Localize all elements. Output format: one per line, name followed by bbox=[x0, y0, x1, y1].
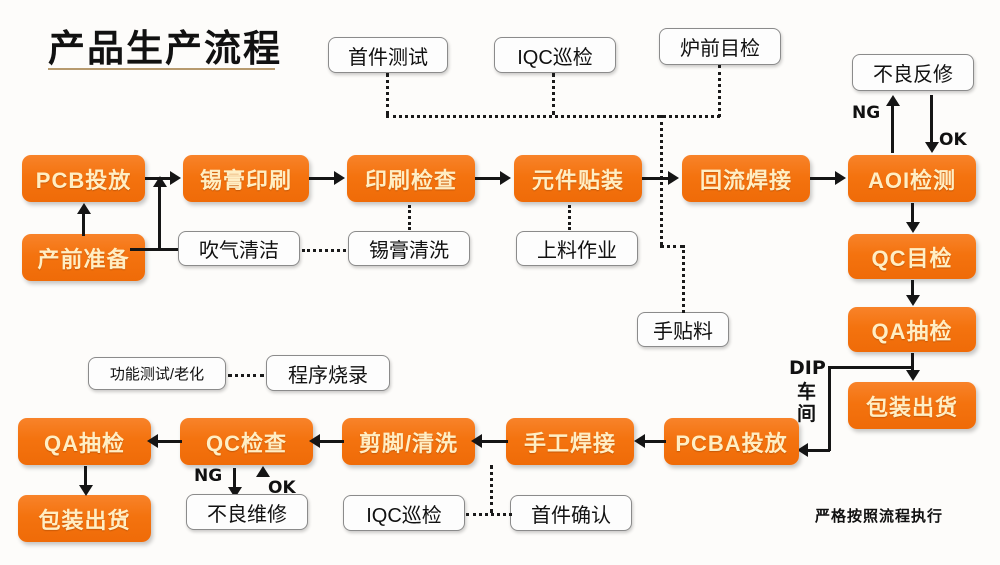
arrowhead-qabottom-to-packbottom bbox=[79, 485, 93, 496]
link-dip-transfer-h-top bbox=[828, 366, 913, 369]
arrowhead-pcb-to-print bbox=[170, 171, 181, 185]
note-program-burn[interactable]: 程序烧录 bbox=[266, 355, 390, 391]
node-qa-sampling[interactable]: QA抽检 bbox=[848, 307, 976, 352]
note-pre-furnace-visual[interactable]: 炉前目检 bbox=[659, 28, 781, 65]
link-qccheck-to-qasampling bbox=[153, 440, 182, 443]
arrowhead-qccheck-ok-up bbox=[256, 466, 270, 477]
node-qa-sampling-bottom[interactable]: QA抽检 bbox=[18, 418, 151, 465]
arrowhead-cutclean-to-qccheck bbox=[309, 434, 320, 448]
note-function-test-burnin[interactable]: 功能测试/老化 bbox=[88, 357, 226, 390]
note-feeder-loading[interactable]: 上料作业 bbox=[516, 231, 638, 266]
link-print-to-inspect bbox=[309, 177, 335, 180]
arrowhead-qccheck-ng-down bbox=[228, 487, 242, 498]
link-dip-transfer-v bbox=[828, 366, 831, 451]
node-cut-clean[interactable]: 剪脚/清洗 bbox=[342, 418, 475, 465]
dotted-airblow-to-pasteclean bbox=[302, 249, 346, 252]
footnote-text: 严格按照流程执行 bbox=[815, 508, 944, 525]
node-solder-paste-print[interactable]: 锡膏印刷 bbox=[183, 155, 309, 202]
dotted-manualplace-elbow-h bbox=[660, 245, 684, 248]
link-aoi-to-qc bbox=[911, 203, 914, 223]
arrowhead-print-to-inspect bbox=[334, 171, 345, 185]
node-component-mount[interactable]: 元件贴装 bbox=[514, 155, 642, 202]
dotted-spine-to-mount bbox=[660, 115, 663, 245]
label-dip-workshop-line3: 间 bbox=[797, 403, 817, 425]
arrowhead-aoi-ng-up bbox=[886, 95, 900, 106]
label-dip-workshop-line1: DIP bbox=[789, 357, 826, 379]
link-airblow-elbow-v bbox=[158, 186, 161, 250]
arrowhead-manualsolder-to-cutclean bbox=[471, 434, 482, 448]
link-preprod-to-pcb bbox=[82, 213, 85, 236]
link-aoi-ng-up bbox=[891, 105, 894, 153]
arrowhead-inspect-to-mount bbox=[500, 171, 511, 185]
arrowhead-reflow-to-aoi bbox=[835, 171, 846, 185]
arrowhead-mount-to-reflow bbox=[668, 171, 679, 185]
page-title: 产品生产流程 bbox=[48, 27, 282, 70]
link-qccheck-ng-down bbox=[233, 468, 236, 490]
link-qc-to-qa bbox=[911, 280, 914, 296]
node-pack-ship[interactable]: 包装出货 bbox=[848, 382, 976, 429]
note-iqc-patrol-top[interactable]: IQC巡检 bbox=[494, 37, 616, 73]
dotted-functiontest-to-program bbox=[228, 374, 264, 377]
arrowhead-qa-to-pack bbox=[906, 370, 920, 381]
note-repair-defect[interactable]: 不良维修 bbox=[186, 494, 308, 530]
label-qccheck-ng: NG bbox=[194, 466, 223, 486]
dotted-iqc-top-down bbox=[552, 73, 555, 115]
link-reflow-to-aoi bbox=[810, 177, 836, 180]
label-dip-workshop-line2: 车 bbox=[797, 381, 817, 403]
dotted-first-article-down bbox=[386, 73, 389, 115]
note-first-article-test[interactable]: 首件测试 bbox=[328, 37, 448, 73]
node-reflow-solder[interactable]: 回流焊接 bbox=[682, 155, 810, 202]
note-rework-defect[interactable]: 不良反修 bbox=[852, 54, 974, 91]
note-manual-place[interactable]: 手贴料 bbox=[637, 312, 729, 347]
dotted-top-spine bbox=[386, 115, 720, 118]
link-pcba-to-manualsolder bbox=[640, 440, 666, 443]
node-manual-solder[interactable]: 手工焊接 bbox=[506, 418, 634, 465]
link-dip-transfer-h-bottom bbox=[801, 449, 830, 452]
note-air-blow-clean[interactable]: 吹气清洁 bbox=[178, 231, 300, 266]
dotted-pre-furnace-down bbox=[718, 65, 721, 117]
note-iqc-patrol-bottom[interactable]: IQC巡检 bbox=[343, 495, 465, 531]
dotted-feeder-to-mount bbox=[568, 205, 571, 230]
node-qc-check[interactable]: QC检查 bbox=[180, 418, 313, 465]
label-aoi-ng: NG bbox=[852, 103, 881, 123]
arrowhead-qccheck-to-qasampling bbox=[147, 434, 158, 448]
node-qc-visual[interactable]: QC目检 bbox=[848, 234, 976, 279]
dotted-bottom-notes-spine bbox=[466, 513, 512, 516]
note-paste-clean[interactable]: 锡膏清洗 bbox=[348, 231, 470, 266]
link-cutclean-to-qccheck bbox=[315, 440, 344, 443]
link-mount-to-reflow bbox=[642, 177, 670, 180]
title-underline bbox=[48, 68, 275, 70]
arrowhead-preprod-to-pcb bbox=[77, 203, 91, 214]
link-airblow-elbow-h bbox=[130, 248, 178, 251]
dotted-manualsolder-down bbox=[490, 465, 493, 513]
node-pack-ship-bottom[interactable]: 包装出货 bbox=[18, 495, 151, 542]
link-qabottom-to-packbottom bbox=[84, 466, 87, 486]
node-pcba-feed[interactable]: PCBA投放 bbox=[664, 418, 799, 465]
arrowhead-aoi-to-qc bbox=[906, 222, 920, 233]
arrowhead-qc-to-qa bbox=[906, 295, 920, 306]
node-print-inspect[interactable]: 印刷检查 bbox=[347, 155, 475, 202]
link-qa-to-pack bbox=[911, 353, 914, 371]
arrowhead-aoi-ok-down bbox=[925, 142, 939, 153]
link-aoi-ok-down bbox=[930, 95, 933, 143]
arrowhead-airblow-elbow bbox=[153, 176, 167, 187]
label-aoi-ok: OK bbox=[939, 130, 967, 150]
node-pcb-feed[interactable]: PCB投放 bbox=[22, 155, 145, 202]
link-inspect-to-mount bbox=[475, 177, 501, 180]
node-aoi-inspect[interactable]: AOI检测 bbox=[848, 155, 976, 202]
dotted-manualplace-elbow-v bbox=[682, 245, 685, 313]
node-pre-production[interactable]: 产前准备 bbox=[22, 234, 145, 281]
label-qccheck-ok: OK bbox=[268, 478, 296, 498]
note-first-article-confirm[interactable]: 首件确认 bbox=[510, 495, 632, 531]
dotted-pasteclean-to-printinspect bbox=[408, 205, 411, 230]
arrowhead-pcba-to-manualsolder bbox=[634, 434, 645, 448]
link-manualsolder-to-cutclean bbox=[477, 440, 508, 443]
arrowhead-dip-transfer bbox=[797, 443, 808, 457]
